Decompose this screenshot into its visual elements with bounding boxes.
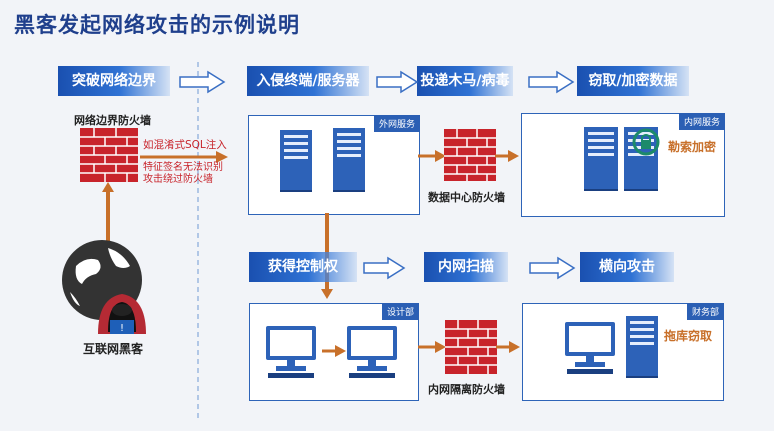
step-intrude-server: 入侵终端/服务器 (247, 66, 369, 96)
divider-line (197, 62, 199, 422)
panel-internal-service: 内网服务 (521, 113, 725, 217)
signature-bypass-label: 特征签名无法识别 攻击绕过防火墙 (143, 162, 223, 185)
server-icon (280, 130, 312, 192)
panel-tag-internal: 内网服务 (678, 113, 725, 130)
hacker-icon: ! (62, 240, 146, 334)
computer-icon (565, 322, 615, 374)
attack-arrow-icon (140, 151, 228, 163)
sql-injection-label: 如混淆式SQL注入 (143, 139, 227, 151)
computer-icon (266, 326, 316, 378)
outline-arrow-icon (363, 256, 406, 280)
panel-tag-design: 设计部 (381, 303, 419, 320)
attack-arrow-icon (418, 150, 446, 162)
computer-icon (347, 326, 397, 378)
dc-firewall-label: 数据中心防火墙 (428, 191, 505, 204)
attack-arrow-icon (322, 345, 346, 357)
attack-arrow-icon (495, 150, 519, 162)
server-icon (584, 127, 618, 191)
panel-tag-external: 外网服务 (373, 115, 420, 132)
lock-icon (632, 128, 660, 156)
server-icon (333, 128, 365, 192)
step-breach-border: 突破网络边界 (58, 66, 170, 96)
step-intranet-scan: 内网扫描 (424, 252, 508, 282)
panel-tag-finance: 财务部 (686, 303, 724, 320)
hacker-label: 互联网黑客 (83, 342, 144, 356)
internal-firewall-icon (445, 320, 497, 374)
svg-text:!: ! (120, 323, 124, 334)
internal-firewall-label: 内网隔离防火墙 (428, 383, 505, 396)
server-icon (626, 316, 658, 378)
step-lateral-attack: 横向攻击 (580, 252, 674, 282)
step-deliver-trojan: 投递木马/病毒 (417, 66, 513, 96)
step-gain-control: 获得控制权 (249, 252, 357, 282)
border-firewall-label: 网络边界防火墙 (74, 114, 151, 127)
panel-finance-dept: 财务部 (522, 303, 724, 401)
outline-arrow-icon (179, 70, 226, 94)
dc-firewall-icon (444, 129, 496, 181)
page-title: 黑客发起网络攻击的示例说明 (14, 13, 300, 37)
attack-arrow-icon (496, 341, 520, 353)
outline-arrow-icon (376, 70, 419, 94)
outline-arrow-icon (528, 70, 575, 94)
border-firewall-icon (80, 128, 138, 182)
attack-arrow-icon (418, 341, 446, 353)
step-steal-encrypt: 窃取/加密数据 (577, 66, 689, 96)
outline-arrow-icon (529, 256, 576, 280)
drag-db-label: 拖库窃取 (664, 329, 713, 343)
arrow-up-icon (102, 182, 114, 244)
ransom-label: 勒索加密 (668, 140, 717, 154)
